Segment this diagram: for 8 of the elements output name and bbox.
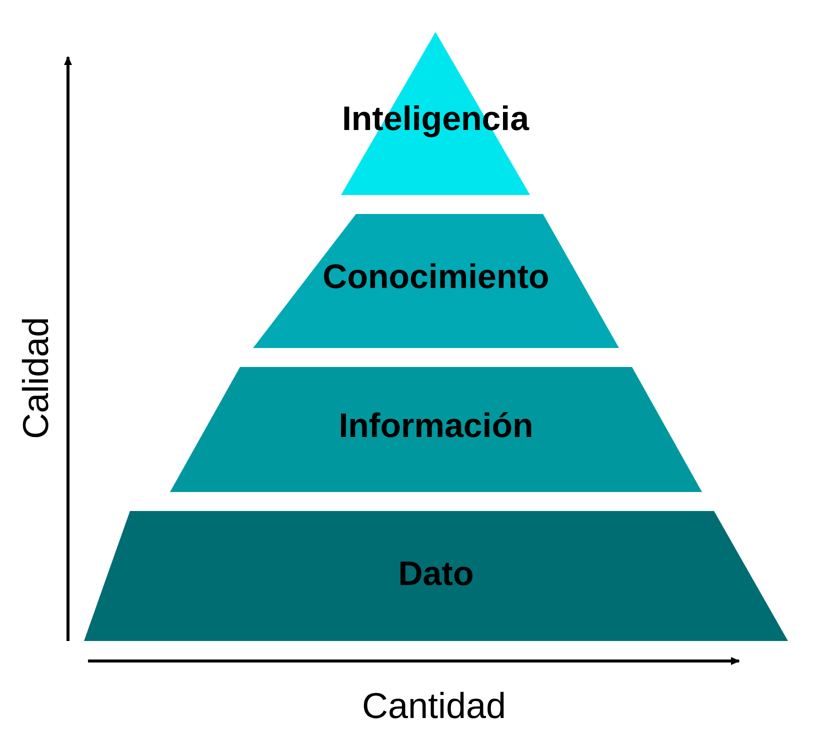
pyramid-level (170, 367, 702, 492)
level-label: Conocimiento (322, 260, 550, 294)
level-label: Información (338, 409, 534, 443)
level-label: Dato (398, 557, 474, 591)
axis-label: Cantidad (362, 688, 506, 724)
pyramid-level (253, 214, 619, 348)
axis-label: Calidad (18, 316, 54, 440)
pyramid-level (84, 511, 788, 641)
